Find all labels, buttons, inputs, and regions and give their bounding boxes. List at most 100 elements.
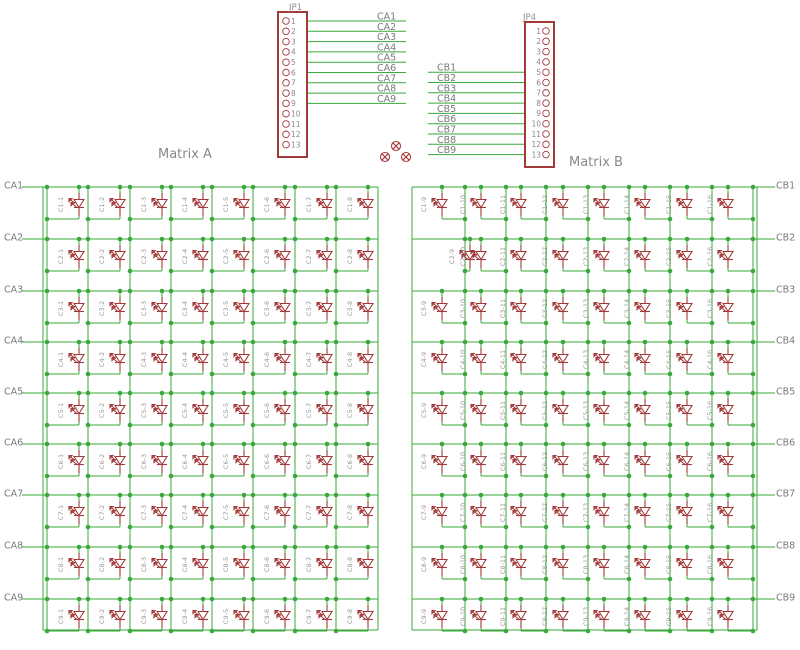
junction-dot bbox=[292, 596, 298, 602]
led-reference: C1-2 bbox=[98, 197, 106, 212]
junction-dot bbox=[642, 492, 648, 498]
led-arrow-head bbox=[431, 609, 437, 615]
led-lead bbox=[678, 202, 686, 208]
led-arrow-head bbox=[554, 305, 560, 311]
led-reference: C3-5 bbox=[222, 301, 230, 316]
led-arrow-head bbox=[634, 454, 640, 460]
junction-dot bbox=[159, 184, 165, 190]
led-arrow-head bbox=[552, 505, 558, 511]
junction-dot bbox=[209, 524, 215, 530]
led-body bbox=[722, 250, 734, 261]
junction-dot bbox=[439, 596, 445, 602]
junction-dot bbox=[324, 236, 330, 242]
junction-dot bbox=[282, 288, 288, 294]
led-symbol bbox=[676, 297, 693, 320]
junction-dot bbox=[626, 628, 632, 634]
junction-dot bbox=[292, 628, 298, 634]
led-body bbox=[681, 610, 693, 621]
junction-dot bbox=[333, 268, 339, 274]
led-body bbox=[598, 455, 610, 466]
led-symbol bbox=[593, 348, 610, 371]
led-arrow-head bbox=[111, 305, 117, 311]
led-body bbox=[515, 250, 527, 261]
junction-dot bbox=[44, 236, 50, 242]
led-body bbox=[681, 506, 693, 517]
led-reference: C9-8 bbox=[346, 609, 354, 624]
led-arrow-head bbox=[634, 557, 640, 563]
led-arrow-head bbox=[235, 356, 241, 362]
junction-dot bbox=[626, 473, 632, 479]
led-body bbox=[279, 558, 291, 569]
junction-dot bbox=[462, 628, 468, 634]
led-reference: C3-13 bbox=[582, 299, 590, 318]
junction-dot bbox=[601, 596, 607, 602]
led-body bbox=[362, 302, 374, 313]
led-lead bbox=[111, 357, 119, 363]
junction-dot bbox=[626, 288, 632, 294]
row-net-label: CA7 bbox=[4, 489, 23, 500]
led-body bbox=[557, 302, 569, 313]
junction-dot bbox=[626, 492, 632, 498]
junction-dot bbox=[478, 236, 484, 242]
led-arrow-head bbox=[595, 613, 601, 619]
led-symbol bbox=[510, 399, 527, 422]
junction-dot bbox=[292, 320, 298, 326]
led-body bbox=[639, 610, 651, 621]
led-arrow-head bbox=[357, 557, 363, 563]
led-lead bbox=[472, 408, 480, 414]
led-lead bbox=[318, 357, 326, 363]
led-body bbox=[362, 198, 374, 209]
junction-dot bbox=[503, 390, 509, 396]
led-arrow-head bbox=[593, 505, 599, 511]
led-reference: C5-4 bbox=[181, 403, 189, 418]
led-symbol bbox=[676, 399, 693, 422]
led-arrow-head bbox=[359, 407, 365, 413]
junction-dot bbox=[117, 236, 123, 242]
junction-dot bbox=[750, 268, 756, 274]
led-symbol bbox=[717, 297, 734, 320]
led-symbol bbox=[470, 553, 487, 576]
led-symbol bbox=[676, 193, 693, 216]
led-lead bbox=[433, 614, 441, 620]
junction-dot bbox=[159, 236, 165, 242]
led-arrow-head bbox=[470, 197, 476, 203]
led-lead bbox=[678, 357, 686, 363]
led-arrow-head bbox=[192, 197, 198, 203]
junction-dot bbox=[209, 441, 215, 447]
junction-dot bbox=[241, 236, 247, 242]
junction-dot bbox=[667, 339, 673, 345]
junction-dot bbox=[667, 216, 673, 222]
junction-dot bbox=[324, 492, 330, 498]
led-lead bbox=[636, 254, 644, 260]
junction-dot bbox=[709, 216, 715, 222]
junction-dot bbox=[250, 288, 256, 294]
header-pin-number: 5 bbox=[291, 58, 296, 67]
led-arrow-head bbox=[357, 352, 363, 358]
led-lead bbox=[512, 202, 520, 208]
led-symbol bbox=[68, 450, 85, 473]
header-pin-number: 6 bbox=[536, 78, 541, 87]
led-reference: C4-4 bbox=[181, 352, 189, 367]
junction-dot bbox=[76, 596, 82, 602]
junction-dot bbox=[439, 492, 445, 498]
junction-dot bbox=[750, 216, 756, 222]
led-symbol bbox=[593, 450, 610, 473]
led-reference: C1-16 bbox=[706, 195, 714, 214]
frame-symbol-icon bbox=[400, 151, 412, 163]
led-arrow-head bbox=[470, 557, 476, 563]
junction-dot bbox=[168, 216, 174, 222]
led-body bbox=[279, 302, 291, 313]
led-arrow-head bbox=[316, 609, 322, 615]
led-body bbox=[73, 404, 85, 415]
junction-dot bbox=[127, 390, 133, 396]
led-arrow-head bbox=[595, 356, 601, 362]
led-body bbox=[197, 610, 209, 621]
junction-dot bbox=[250, 339, 256, 345]
led-arrow-head bbox=[276, 458, 282, 464]
led-symbol bbox=[233, 399, 250, 422]
led-lead bbox=[461, 254, 469, 260]
led-reference: C1-13 bbox=[582, 195, 590, 214]
led-body bbox=[362, 558, 374, 569]
led-symbol bbox=[470, 297, 487, 320]
junction-dot bbox=[518, 544, 524, 550]
